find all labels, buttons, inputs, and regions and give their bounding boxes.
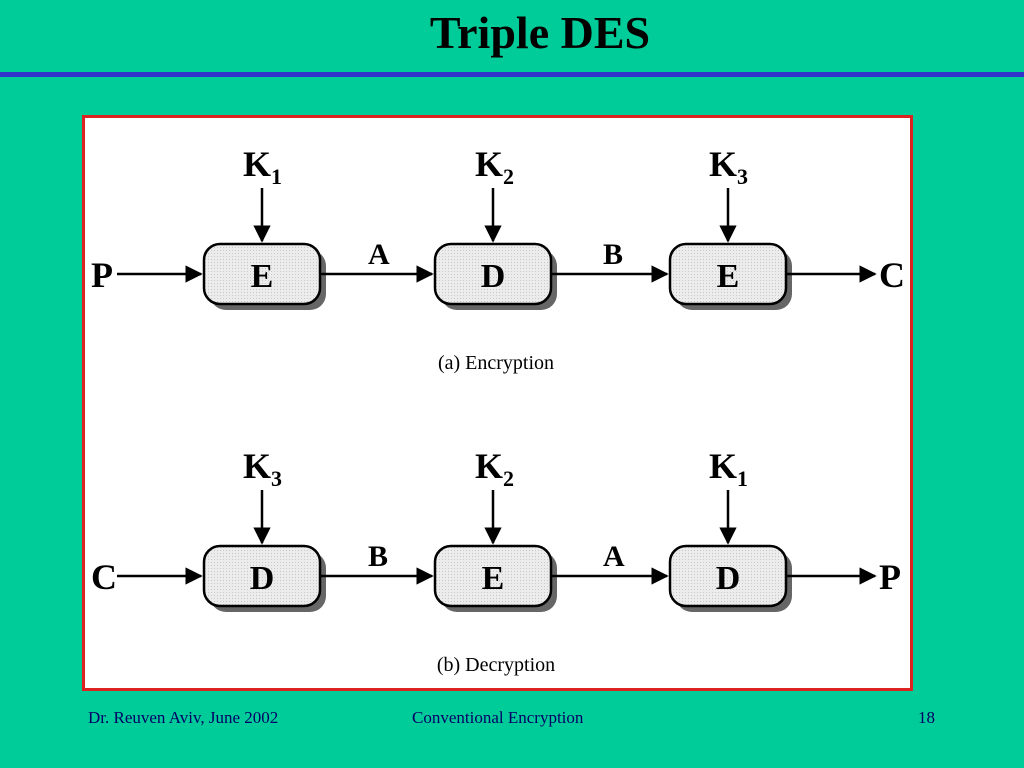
decryption-key-3: K1 xyxy=(709,446,748,491)
decryption-box-3-label: D xyxy=(716,560,741,597)
triple-des-diagram: K1 K2 K3 E D E P C A xyxy=(82,115,913,691)
encryption-intermediate-a: A xyxy=(368,238,390,271)
decryption-caption: (b) Decryption xyxy=(437,654,555,676)
slide-title: Triple DES xyxy=(429,7,651,58)
encryption-box-2-label: D xyxy=(481,258,506,295)
decryption-intermediate-a: A xyxy=(603,540,625,573)
decryption-box-1-label: D xyxy=(250,560,275,597)
decryption-output-label: P xyxy=(879,557,901,597)
decryption-key-1: K3 xyxy=(243,446,282,491)
encryption-box-1-label: E xyxy=(251,258,274,295)
encryption-output-label: C xyxy=(879,255,905,295)
decryption-intermediate-b: B xyxy=(368,540,388,573)
encryption-box-3-label: E xyxy=(717,258,740,295)
diagram-canvas: K1 K2 K3 E D E P C A xyxy=(91,144,905,676)
encryption-key-2: K2 xyxy=(475,144,514,189)
footer-page-number: 18 xyxy=(918,708,935,727)
footer-topic: Conventional Encryption xyxy=(412,708,584,727)
encryption-caption: (a) Encryption xyxy=(438,352,554,374)
encryption-intermediate-b: B xyxy=(603,238,623,271)
decryption-key-2: K2 xyxy=(475,446,514,491)
encryption-input-label: P xyxy=(91,255,113,295)
decryption-box-2-label: E xyxy=(482,560,505,597)
decryption-row: K3 K2 K1 D E D C P B A (b) Decryption xyxy=(91,446,901,676)
title-divider xyxy=(0,72,1024,77)
encryption-row: K1 K2 K3 E D E P C A xyxy=(91,144,905,374)
encryption-key-1: K1 xyxy=(243,144,282,189)
decryption-input-label: C xyxy=(91,557,117,597)
footer-author: Dr. Reuven Aviv, June 2002 xyxy=(88,708,279,727)
encryption-key-3: K3 xyxy=(709,144,748,189)
